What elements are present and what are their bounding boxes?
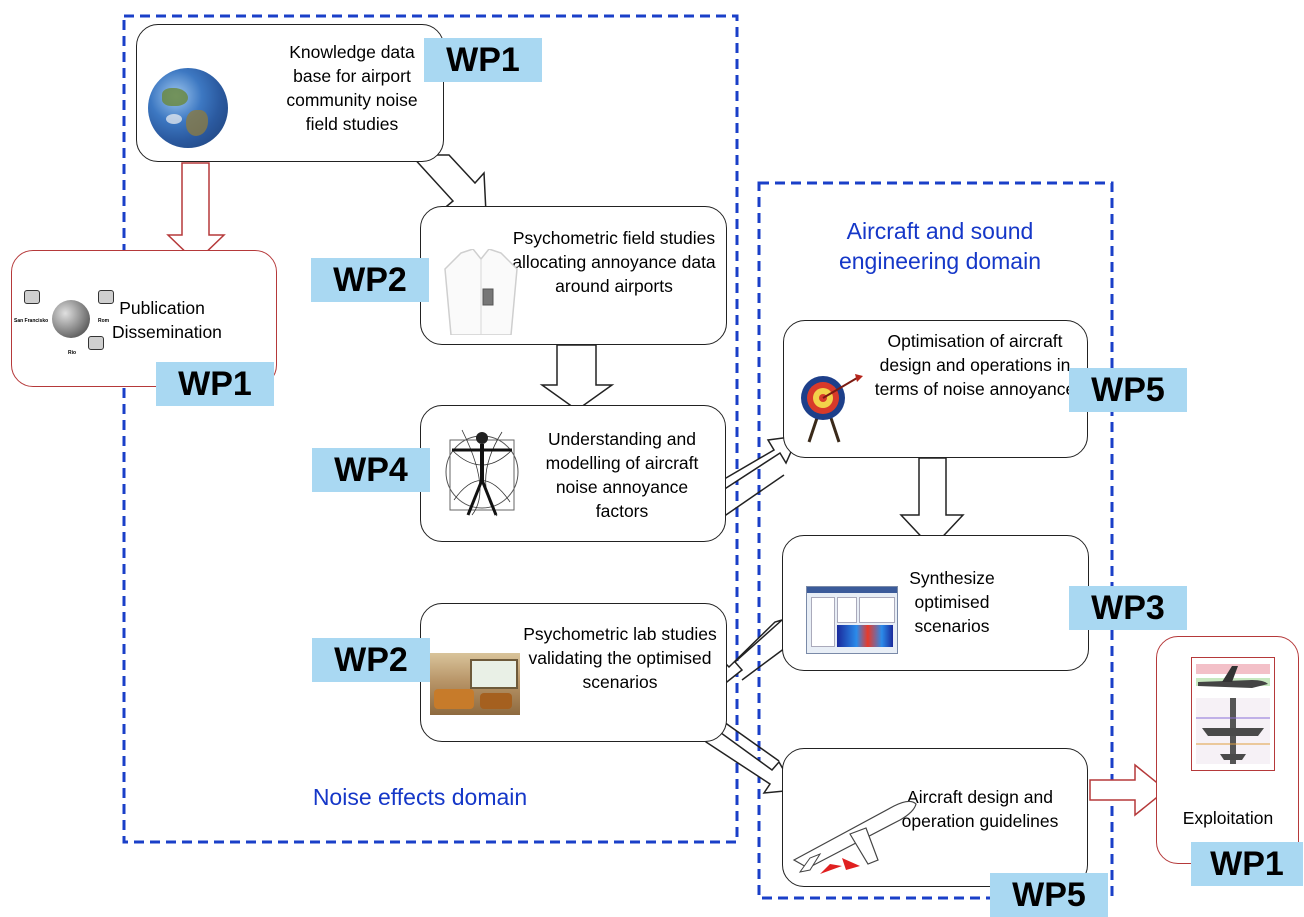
exploitation-text: Exploitation bbox=[1182, 808, 1274, 828]
globe-label-sf: San Francisko bbox=[14, 318, 49, 324]
shirt-icon bbox=[443, 248, 519, 336]
optimisation-text: Optimisation of aircraft design and oper… bbox=[874, 331, 1076, 399]
aircraft-drawing-thumbnail bbox=[1191, 657, 1275, 771]
lab-studies-text: Psychometric lab studies validating the … bbox=[523, 624, 717, 692]
wp-tag-knowledge: WP1 bbox=[424, 38, 542, 82]
guidelines-box bbox=[782, 748, 1088, 887]
guidelines-text: Aircraft design and operation guidelines bbox=[901, 787, 1059, 831]
arrow-knowledge-to-publication bbox=[166, 162, 226, 264]
publication-text: Publication Dissemination bbox=[112, 298, 222, 342]
knowledge-text: Knowledge data base for airport communit… bbox=[286, 42, 418, 134]
living-room-photo bbox=[430, 653, 520, 715]
wp-tag-exploitation: WP1 bbox=[1191, 842, 1303, 886]
arrow-optimisation-to-synthesize bbox=[899, 457, 965, 550]
understanding-box bbox=[420, 405, 726, 542]
globe-icon bbox=[148, 68, 228, 148]
noise-effects-domain-frame bbox=[122, 14, 739, 844]
wp-tag-publication: WP1 bbox=[156, 362, 274, 406]
wp-tag-synthesize: WP3 bbox=[1069, 586, 1187, 630]
arrow-guidelines-to-exploitation bbox=[1089, 763, 1168, 817]
wp-tag-understanding: WP4 bbox=[312, 448, 430, 492]
wp-tag-field-studies: WP2 bbox=[311, 258, 429, 302]
world-network-icon: San Francisko Rom Rio bbox=[14, 288, 124, 358]
understanding-text: Understanding and modelling of aircraft … bbox=[545, 429, 699, 521]
noise-effects-domain-label: Noise effects domain bbox=[312, 784, 528, 810]
globe-label-rio: Rio bbox=[68, 350, 77, 356]
software-screenshot-icon bbox=[806, 586, 898, 654]
target-icon bbox=[795, 372, 865, 444]
arrow-field-to-understanding bbox=[539, 344, 615, 411]
wp-tag-optimisation: WP5 bbox=[1069, 368, 1187, 412]
aircraft-sound-domain-label: Aircraft and sound engineering domain bbox=[838, 218, 1042, 274]
globe-label-rom: Rom bbox=[98, 318, 110, 324]
aircraft-sound-domain-frame bbox=[757, 181, 1114, 900]
airplane-icon bbox=[790, 788, 920, 878]
wp-tag-guidelines: WP5 bbox=[990, 873, 1108, 917]
wp-tag-lab-studies: WP2 bbox=[312, 638, 430, 682]
vitruvian-man-icon bbox=[442, 420, 522, 520]
field-studies-text: Psychometric field studies allocating an… bbox=[512, 228, 716, 296]
arrow-knowledge-to-field bbox=[409, 154, 487, 214]
synthesize-text: Synthesize optimised scenarios bbox=[909, 568, 995, 636]
